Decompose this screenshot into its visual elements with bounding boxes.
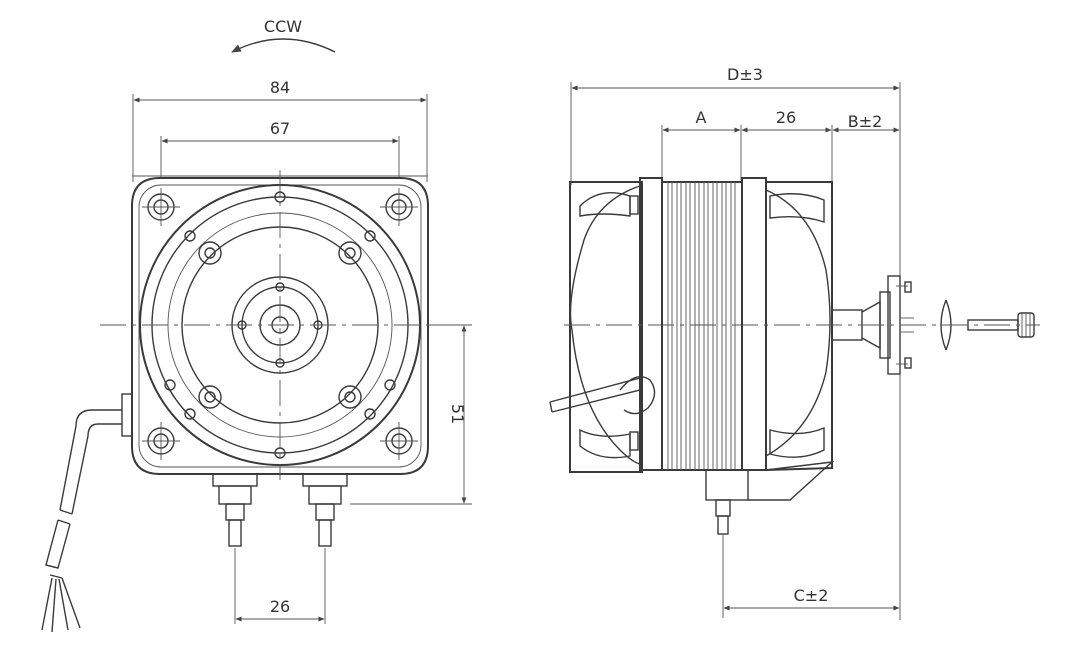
dim-C-text: C±2 [794,586,829,605]
side-rear-housing [569,181,643,473]
rotation-label: CCW [264,17,302,36]
dim-26-terminal-text: 26 [270,597,290,616]
dimension-lead-position: C±2 [723,586,900,611]
dim-67-text: 67 [270,119,290,138]
side-lead-wire [549,376,656,415]
dim-B-text: B±2 [848,112,883,131]
dim-51-text: 51 [448,404,467,424]
dimension-width-mount: 67 [160,119,400,178]
dim-84-text: 84 [270,78,290,97]
dim-A-text: A [696,108,707,127]
dim-D-text: D±3 [727,65,763,84]
front-lead-wire [41,393,133,633]
mounting-hole-bottom-left [142,422,180,460]
front-housing-outline [131,177,429,475]
dimension-chain: A 26 B±2 [661,108,900,310]
terminal-left [212,473,258,547]
dimension-overall-length: D±3 [570,65,901,620]
mounting-hole-bottom-right [380,422,418,460]
front-view: CCW 84 67 [41,17,472,633]
dimension-width-outer: 84 [132,78,428,182]
side-front-housing [748,181,835,501]
mounting-hole-top-left [142,188,180,226]
mounting-hole-top-right [380,188,418,226]
side-terminal [705,469,749,618]
side-stator [639,177,767,471]
terminal-right [302,473,348,547]
dimension-terminal-spacing: 26 [234,548,326,624]
dimension-height: 51 [350,324,472,505]
side-view: D±3 A 26 B±2 [549,65,1040,620]
rotation-arrow [231,38,336,53]
dim-26-side-text: 26 [776,108,796,127]
